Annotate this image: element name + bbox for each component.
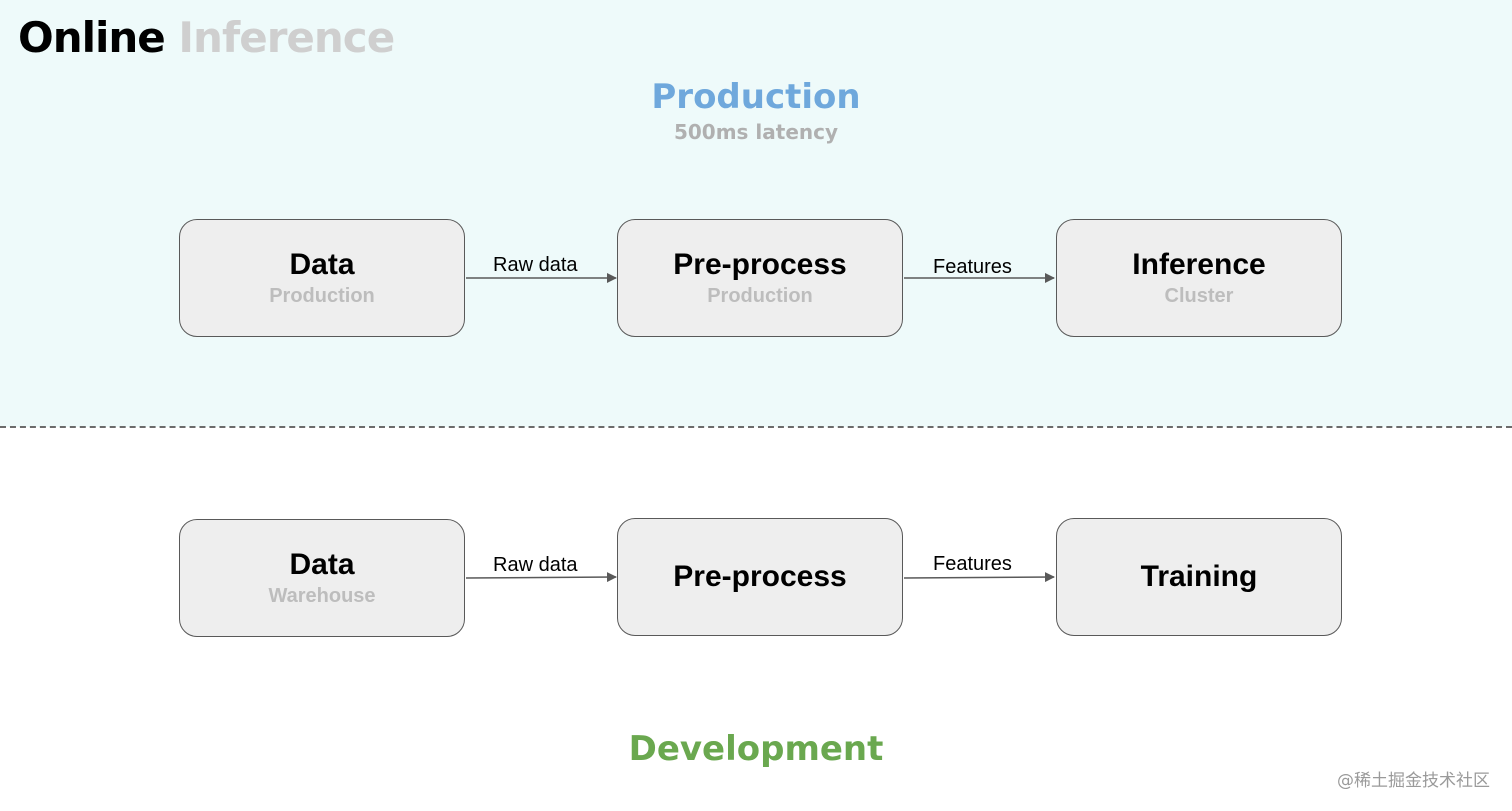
node-subtitle: Production [269,285,375,307]
dev-node-data: Data Warehouse [179,519,465,637]
production-zone-background [0,0,1512,427]
node-title: Pre-process [673,560,847,593]
dev-edge-label-raw-data: Raw data [493,554,578,576]
dev-arrow-features [903,572,1055,583]
node-title: Pre-process [673,248,847,281]
environment-divider [0,426,1512,428]
prod-edge-label-features: Features [933,256,1012,278]
node-subtitle: Warehouse [268,585,376,607]
page-title-inference: Inference [178,13,395,62]
page-title: Online Inference [18,10,395,66]
development-title: Development [628,729,884,769]
watermark: @稀土掘金技术社区 [1337,771,1490,791]
prod-edge-label-raw-data: Raw data [493,254,578,276]
production-latency: 500ms latency [673,120,839,144]
node-title: Inference [1132,248,1266,281]
prod-node-data: Data Production [179,219,465,337]
dev-arrow-raw-data [465,572,617,583]
prod-node-preprocess: Pre-process Production [617,219,903,337]
dev-node-preprocess: Pre-process [617,518,903,636]
dev-edge-label-features: Features [933,553,1012,575]
node-title: Data [289,548,355,581]
dev-node-training: Training [1056,518,1342,636]
node-subtitle: Production [707,285,813,307]
production-title: Production [651,77,861,117]
node-title: Training [1140,560,1258,593]
node-title: Data [289,248,355,281]
prod-node-inference: Inference Cluster [1056,219,1342,337]
node-subtitle: Cluster [1164,285,1234,307]
page-title-online: Online [18,13,166,62]
